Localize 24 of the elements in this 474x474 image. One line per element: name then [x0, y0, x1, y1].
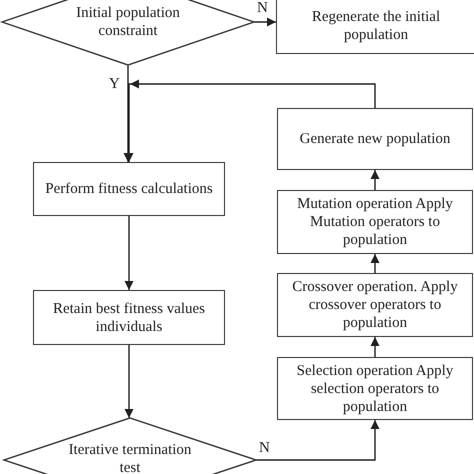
arrow	[370, 254, 380, 273]
node-text: Generate new population	[300, 130, 450, 148]
decision-diamond	[2, 0, 254, 65]
node-text: Crossover operation. Apply crossover operators to population	[291, 278, 459, 332]
process-box	[276, 0, 474, 54]
arrow	[124, 345, 134, 418]
process-box	[277, 108, 473, 170]
node-text: Selection operation Apply selection operators to population	[296, 362, 454, 416]
arrow	[370, 337, 380, 357]
process-box	[33, 162, 225, 216]
process-box	[277, 357, 473, 420]
node-text: Iterative termination test	[68, 441, 192, 474]
process-box	[277, 190, 473, 254]
arrow	[370, 170, 380, 190]
node-text: Perform fitness calculations	[45, 180, 213, 198]
process-box	[277, 273, 473, 337]
node-text: Mutation operation Apply Mutation operators to population	[296, 195, 454, 249]
arrow	[256, 420, 380, 461]
node-text: Retain best fitness values individuals	[52, 300, 206, 336]
node-text: Regenerate the initial population	[310, 8, 442, 44]
arrow	[124, 216, 134, 290]
arrow	[254, 18, 276, 26]
node-text: Initial population constraint	[75, 4, 181, 40]
process-box	[33, 290, 225, 345]
